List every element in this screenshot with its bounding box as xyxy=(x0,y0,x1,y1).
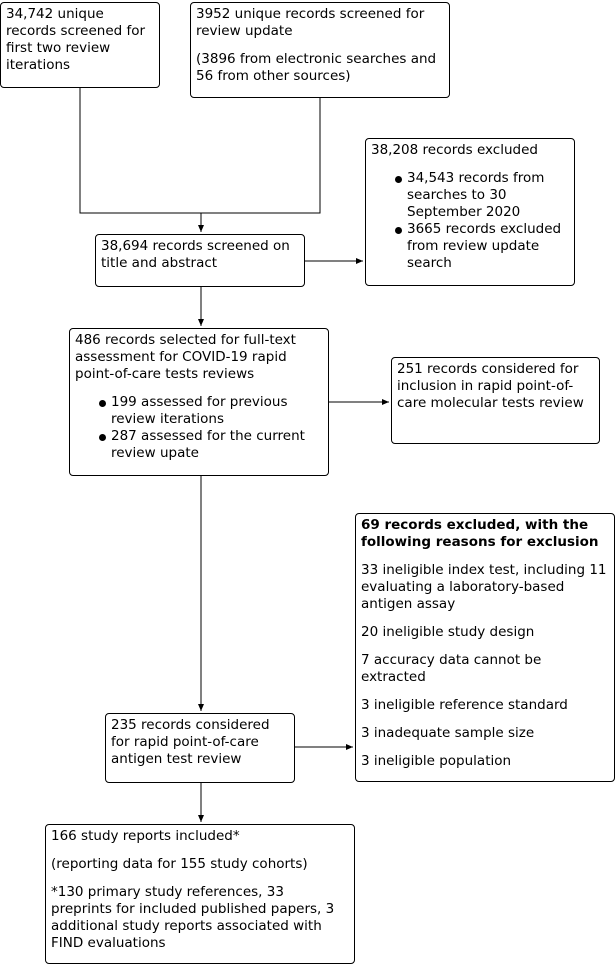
first-iterations-text: 34,742 unique records screened for first… xyxy=(6,6,146,73)
exclusion-reason: 3 inadequate sample size xyxy=(361,725,535,741)
records-excluded-title: 38,208 records excluded xyxy=(371,142,538,158)
review-update-detail: (3896 from electronic searches and 56 fr… xyxy=(196,51,437,84)
list-item: 199 assessed for previous review iterati… xyxy=(99,394,323,428)
first-iterations-box: 34,742 unique records screened for first… xyxy=(0,2,160,88)
exclusion-reason: 7 accuracy data cannot be extracted xyxy=(361,652,542,685)
included-title: 166 study reports included* xyxy=(51,828,240,844)
records-excluded-box: 38,208 records excluded 34,543 records f… xyxy=(365,138,575,286)
molecular-text: 251 records considered for inclusion in … xyxy=(397,361,584,411)
exclusion-reason: 20 ineligible study design xyxy=(361,624,535,640)
excluded-69-box: 69 records excluded, with the following … xyxy=(355,513,615,782)
fulltext-list: 199 assessed for previous review iterati… xyxy=(75,394,323,462)
review-update-box: 3952 unique records screened for review … xyxy=(190,2,450,98)
antigen-box: 235 records considered for rapid point-o… xyxy=(105,713,295,783)
exclusion-reason: 3 ineligible population xyxy=(361,753,512,769)
connector-first-iterations xyxy=(79,87,321,214)
review-update-title: 3952 unique records screened for review … xyxy=(196,6,425,39)
records-excluded-list: 34,543 records from searches to 30 Septe… xyxy=(371,170,569,272)
list-item: 287 assessed for the current review upat… xyxy=(99,428,323,462)
antigen-text: 235 records considered for rapid point-o… xyxy=(111,717,270,767)
molecular-box: 251 records considered for inclusion in … xyxy=(391,357,600,444)
included-note: *130 primary study references, 33 prepri… xyxy=(51,884,335,951)
list-item: 34,543 records from searches to 30 Septe… xyxy=(395,170,569,221)
fulltext-title: 486 records selected for full-text asses… xyxy=(75,332,296,382)
screened-box: 38,694 records screened on title and abs… xyxy=(95,234,305,287)
included-box: 166 study reports included* (reporting d… xyxy=(45,824,355,964)
screened-text: 38,694 records screened on title and abs… xyxy=(101,238,290,271)
list-item: 3665 records excluded from review update… xyxy=(395,221,569,272)
included-subtitle: (reporting data for 155 study cohorts) xyxy=(51,856,308,872)
excluded-69-title: 69 records excluded, with the following … xyxy=(361,517,599,550)
exclusion-reason: 33 ineligible index test, including 11 e… xyxy=(361,562,607,612)
exclusion-reason: 3 ineligible reference standard xyxy=(361,697,568,713)
fulltext-box: 486 records selected for full-text asses… xyxy=(69,328,329,476)
